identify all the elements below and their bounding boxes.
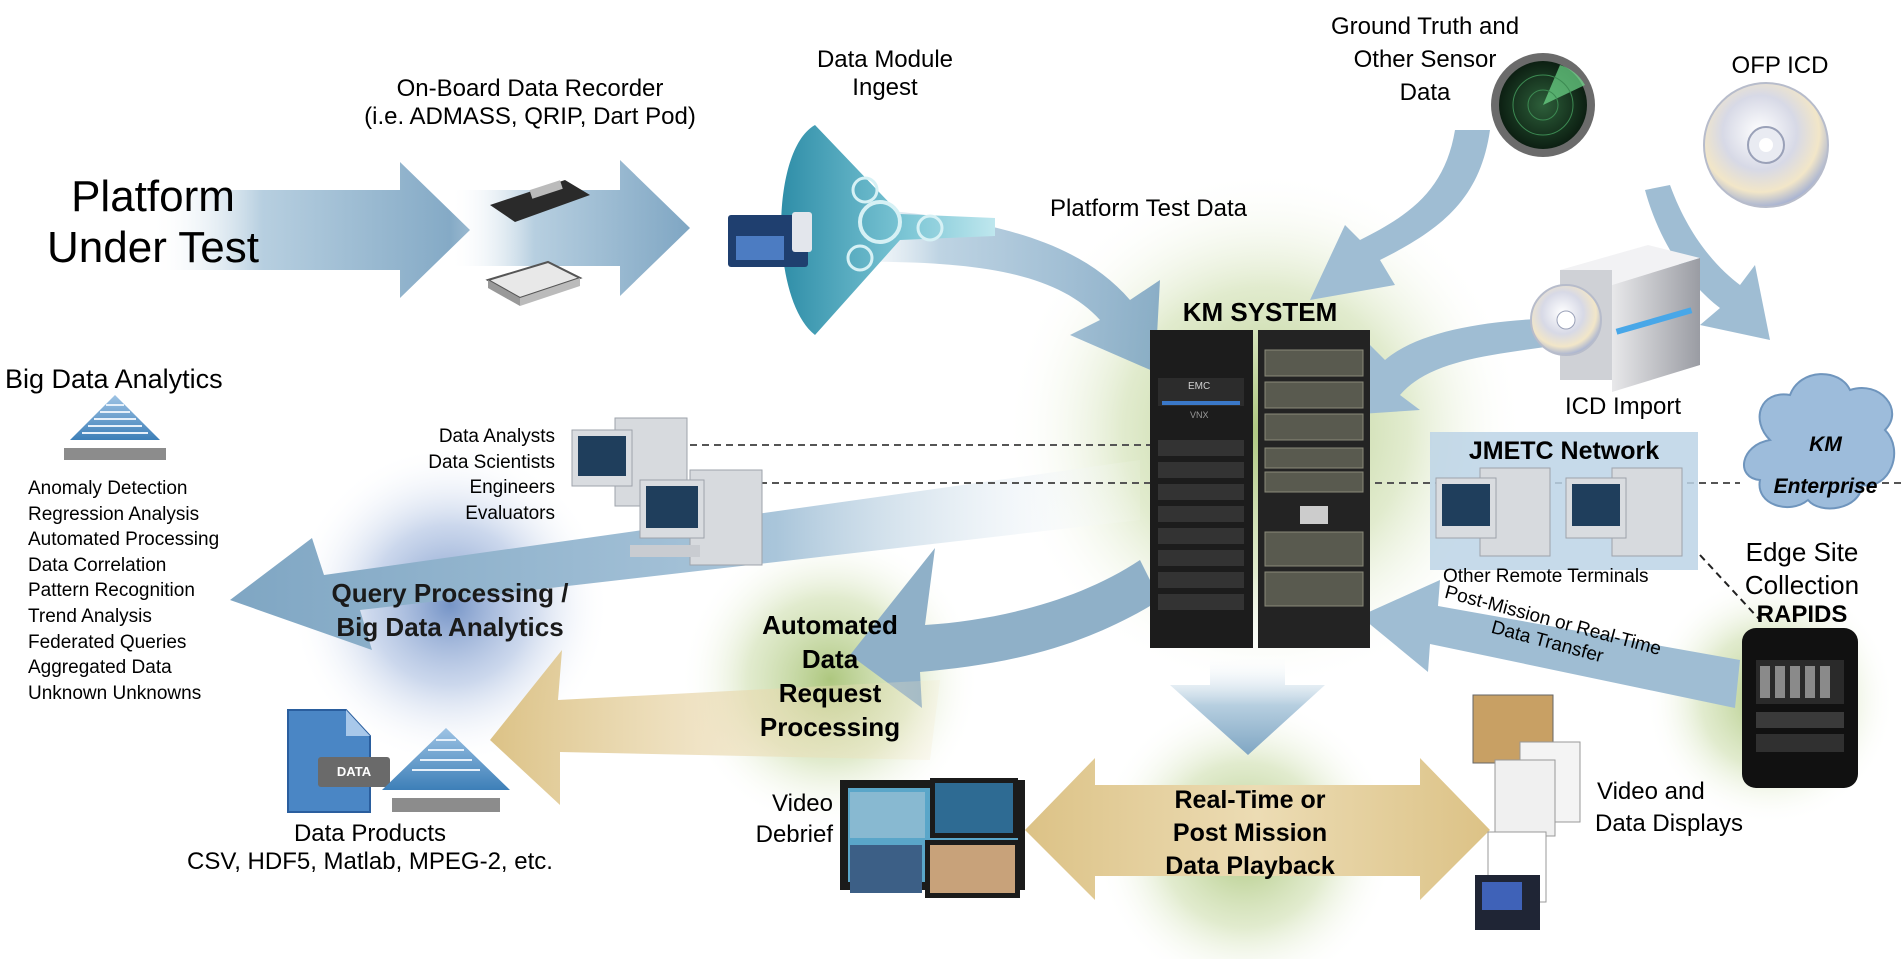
edge-site-line2: Collection (1744, 570, 1860, 600)
remote-terminals (1435, 467, 1683, 557)
playback-line3: Data Playback (1165, 852, 1335, 880)
km-enterprise-line1: KM (1809, 433, 1842, 456)
data-module-card (728, 212, 812, 267)
data-products-line2: CSV, HDF5, Matlab, MPEG-2, etc. (187, 847, 553, 875)
ofp-arrow (1645, 185, 1770, 340)
automated-line2: Data (801, 644, 859, 674)
query-glow (290, 445, 610, 765)
data-displays-label: Video and Data Displays (1595, 776, 1743, 840)
data-displays (1472, 694, 1581, 930)
rapids-label: RAPIDS (1756, 601, 1848, 628)
data-products-label: Data Products CSV, HDF5, Matlab, MPEG-2,… (160, 820, 580, 875)
user-role: Engineers (469, 477, 555, 498)
displays-line2: Data Displays (1595, 810, 1744, 837)
km-enterprise-line2: Enterprise (1773, 475, 1878, 498)
data-document-icon (287, 709, 390, 813)
list-item: Regression Analysis (28, 503, 200, 525)
data-products-line1: Data Products (293, 820, 447, 847)
data-products-pyramid-icon (382, 728, 510, 812)
query-line2: Big Data Analytics (336, 612, 564, 642)
ingest-line1: Data Module (816, 46, 954, 73)
radar-icon (1491, 53, 1595, 157)
video-debrief-monitors (840, 778, 1025, 898)
platform-arrow-1 (150, 162, 470, 298)
jmetc-network-label: JMETC Network (1468, 437, 1660, 465)
list-item: Pattern Recognition (28, 580, 195, 602)
analyst-workstations (571, 417, 763, 566)
icd-import-server (1530, 245, 1700, 392)
rack-brand-emc: EMC (1188, 381, 1211, 392)
ofp-icd-label: OFP ICD (1731, 52, 1829, 79)
user-role: Data Scientists (428, 451, 555, 473)
displays-line1: Video and (1597, 778, 1705, 805)
edge-site-label: Edge Site Collection (1722, 536, 1882, 602)
playback-double-arrow (1025, 758, 1490, 900)
recorder-label: On-Board Data Recorder (i.e. ADMASS, QRI… (320, 75, 740, 130)
platform-test-data-label: Platform Test Data (1050, 195, 1247, 222)
user-role: Data Analysts (438, 426, 555, 447)
rack-brand-vnx: VNX (1190, 410, 1209, 420)
network-line-5 (1699, 554, 1761, 621)
edge-site-line1: Edge Site (1745, 537, 1859, 567)
list-item: Anomaly Detection (28, 478, 188, 499)
platform-line2: Under Test (47, 222, 259, 272)
ground-truth-line1: Ground Truth and (1330, 13, 1520, 40)
query-processing-label: Query Processing / Big Data Analytics (300, 576, 600, 644)
data-doc-tag: DATA (336, 764, 372, 779)
list-item: Federated Queries (28, 631, 187, 653)
automated-line3: Request (778, 678, 882, 708)
playback-line1: Real-Time or (1174, 786, 1326, 814)
ground-truth-arrow (1310, 130, 1490, 300)
icd-import-label: ICD Import (1565, 393, 1682, 420)
list-item: Trend Analysis (28, 605, 152, 627)
automated-processing-label: Automated Data Request Processing (720, 608, 940, 744)
ground-truth-label: Ground Truth and Other Sensor Data (1290, 10, 1560, 109)
recorder-line2: (i.e. ADMASS, QRIP, Dart Pod) (364, 102, 696, 130)
ingest-line2: Ingest (852, 73, 918, 101)
video-debrief-line1: Video (772, 790, 833, 817)
big-data-title: Big Data Analytics (5, 364, 223, 394)
km-system-label: KM SYSTEM (1182, 297, 1338, 327)
ground-truth-line2: Other Sensor (1353, 46, 1497, 73)
km-enterprise-cloud (1743, 373, 1896, 510)
big-data-list: Anomaly Detection Regression Analysis Au… (28, 476, 219, 706)
list-item: Unknown Unknowns (28, 682, 202, 704)
automated-line4: Processing (759, 712, 901, 742)
video-debrief-line2: Debrief (755, 821, 833, 848)
list-item: Automated Processing (28, 529, 220, 551)
rapids-unit (1742, 628, 1858, 788)
big-data-pyramid-icon (64, 395, 166, 460)
km-enterprise-label: KM Enterprise (1748, 424, 1903, 508)
km-down-arrow (1170, 655, 1325, 755)
data-products-arrow (490, 650, 940, 805)
list-item: Data Correlation (28, 554, 167, 576)
platform-line1: Platform (71, 172, 235, 221)
list-item: Aggregated Data (28, 657, 172, 679)
video-debrief-label: Video Debrief (700, 788, 833, 850)
data-transfer-arrow (1360, 580, 1740, 708)
query-line1: Query Processing / (331, 578, 569, 608)
platform-arrow-2 (450, 160, 690, 296)
automated-processing-arrow (850, 548, 1160, 708)
remote-terminals-label: Other Remote Terminals (1443, 566, 1649, 587)
recorder-line1: On-Board Data Recorder (396, 75, 664, 102)
playback-line2: Post Mission (1172, 819, 1328, 847)
user-role: Evaluators (465, 502, 555, 524)
ingest-label: Data Module Ingest (775, 46, 995, 101)
user-roles-list: Data Analysts Data Scientists Engineers … (390, 424, 555, 526)
automated-line1: Automated (762, 610, 898, 640)
km-rack (1150, 330, 1370, 648)
icd-import-arrow (1345, 318, 1560, 415)
ofp-disc-icon (1703, 82, 1829, 208)
platform-label: Platform Under Test (28, 172, 278, 273)
platform-test-data-arrow (820, 205, 1160, 372)
recorder-devices (485, 180, 590, 306)
playback-label: Real-Time or Post Mission Data Playback (1130, 784, 1370, 883)
ground-truth-line3: Data (1399, 79, 1451, 106)
ingest-funnel (781, 125, 995, 335)
